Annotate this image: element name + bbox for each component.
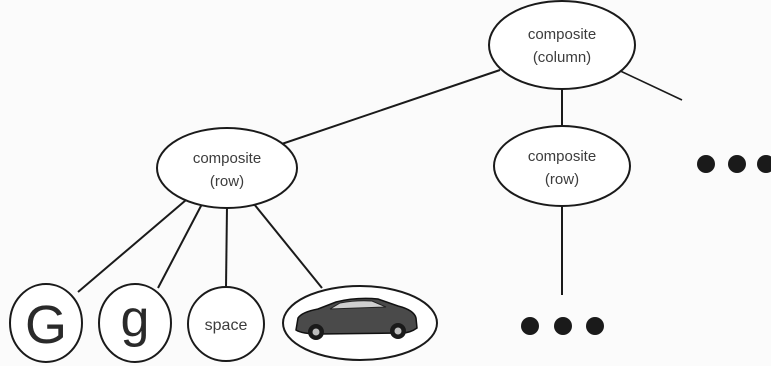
leaf-car xyxy=(282,285,438,361)
ellipsis-dot xyxy=(757,155,771,173)
node-composite-row-left: composite (row) xyxy=(156,127,298,209)
node-row-right-label-line2: (row) xyxy=(545,171,579,188)
node-composite-row-right: composite (row) xyxy=(493,125,631,207)
leaf-glyph-g-label: g xyxy=(121,290,150,348)
leaf-glyph-G: G xyxy=(9,283,83,363)
edge-row-left-to-g xyxy=(157,203,203,289)
edge-row-left-to-G xyxy=(77,199,187,293)
ellipsis-dot xyxy=(521,317,539,335)
edge-root-to-more xyxy=(613,67,683,101)
edge-root-to-row-left xyxy=(263,69,501,151)
ellipsis-dot xyxy=(697,155,715,173)
leaf-glyph-G-label: G xyxy=(25,295,67,355)
ellipsis-dot xyxy=(586,317,604,335)
edge-row-left-to-space xyxy=(225,205,228,289)
node-composite-column: composite (column) xyxy=(488,0,636,90)
node-root-label-line1: composite xyxy=(528,26,596,43)
car-icon xyxy=(295,297,418,340)
node-root-label-line2: (column) xyxy=(533,49,591,66)
leaf-space-label: space xyxy=(205,317,248,334)
edge-row-left-to-car xyxy=(253,203,323,289)
tree-edges xyxy=(77,67,683,295)
node-row-right-label-line1: composite xyxy=(528,148,596,165)
ellipsis-dot xyxy=(728,155,746,173)
node-row-left-label-line1: composite xyxy=(193,150,261,167)
more-nodes-bottom-right xyxy=(521,317,604,335)
leaf-space: space xyxy=(187,286,265,362)
node-row-left-label-line2: (row) xyxy=(210,173,244,190)
more-nodes-top-right xyxy=(697,155,771,173)
ellipsis-dot xyxy=(554,317,572,335)
leaf-glyph-g: g xyxy=(98,283,172,363)
